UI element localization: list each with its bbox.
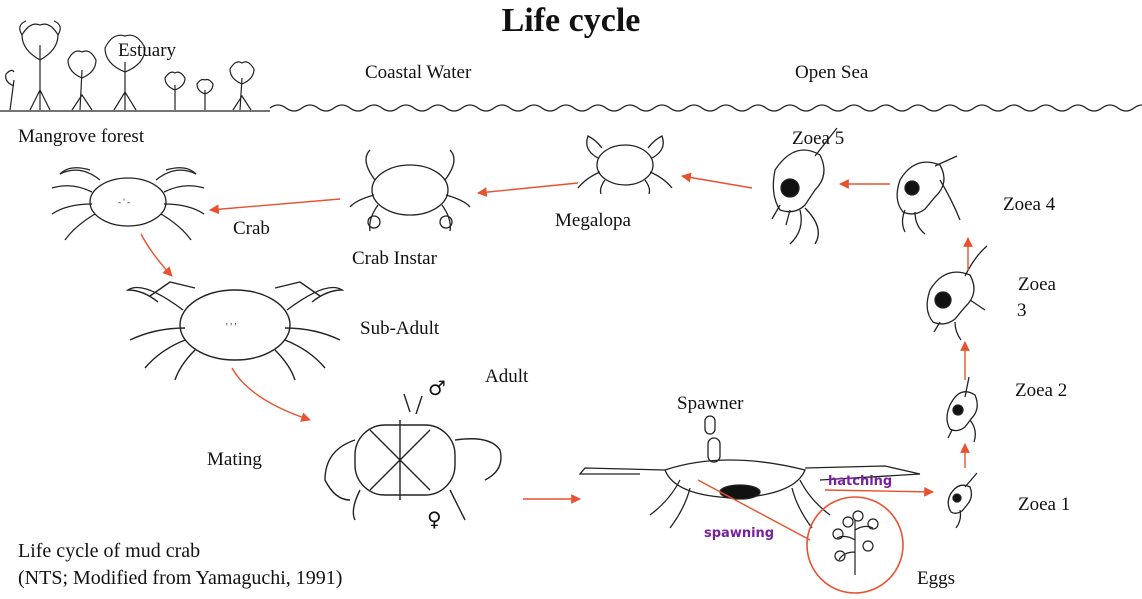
arrow-crab-to-subadult [141,234,172,276]
mangrove-forest-label: Mangrove forest [18,126,144,148]
coastal-water-label: Coastal Water [365,62,471,84]
arrow-megalopa-to-instar [478,183,578,193]
eggs-label: Eggs [917,568,955,590]
zoea-3-illustration [927,246,987,340]
female-symbol: ♀ [427,507,442,531]
eggs-illustration [807,497,903,593]
zoea-5-label: Zoea 5 [792,128,844,150]
crab-illustration: - ' - [52,168,204,240]
mating-label: Mating [207,449,262,471]
zoea-4-label: Zoea 4 [1003,194,1055,216]
estuary-label: Estuary [118,40,176,62]
arrow-hatching [825,490,933,492]
zoea-2-illustration [947,377,977,442]
zoea-1-label: Zoea 1 [1018,494,1070,516]
crab-instar-illustration [350,150,470,231]
caption-line-2: (NTS; Modified from Yamaguchi, 1991) [18,565,342,592]
mangrove-trees [6,21,254,110]
arrow-instar-to-crab [210,199,340,210]
spawning-label: spawning [704,526,774,541]
caption-line-1: Life cycle of mud crab [18,538,342,565]
adult-label: Adult [485,366,528,388]
hatching-label: hatching [828,474,892,489]
zoea-4-illustration [897,156,960,234]
zoea-1-illustration [948,473,977,528]
open-sea-label: Open Sea [795,62,868,84]
arrow-subadult-to-mating [232,368,310,420]
crab-label: Crab [233,218,270,240]
figure-caption: Life cycle of mud crab (NTS; Modified fr… [18,538,342,592]
svg-text:- ' -: - ' - [118,197,130,207]
zoea-2-label: Zoea 2 [1015,380,1067,402]
megalopa-label: Megalopa [555,210,631,232]
sub-adult-label: Sub-Adult [360,318,439,340]
sub-adult-crab-illustration: ' ' ' [128,282,342,380]
water-surface-line [270,105,1142,111]
male-symbol: ♂ [428,376,446,400]
zoea-3-number: 3 [1017,300,1027,322]
crab-instar-label: Crab Instar [352,248,437,270]
zoea-3-label: Zoea [1018,274,1056,296]
mating-crabs-illustration [325,394,501,520]
arrow-zoea5-to-megalopa [682,176,752,188]
megalopa-illustration [578,136,672,194]
spawner-label: Spawner [677,393,743,415]
spawner-illustration [580,416,920,528]
svg-text:' ' ': ' ' ' [226,322,237,333]
